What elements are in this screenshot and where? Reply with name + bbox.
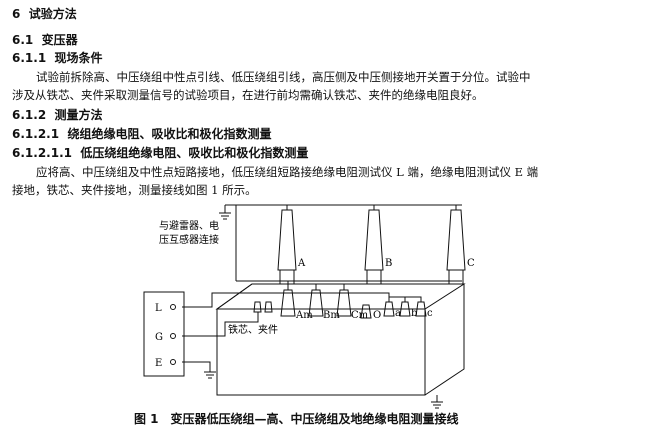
label-o: O xyxy=(373,310,381,321)
section-title: 变压器 xyxy=(41,33,78,47)
paragraph-1-line-1: 试验前拆除高、中压绕组中性点引线、低压绕组引线，高压侧及中压侧接地开关置于分位。… xyxy=(36,70,531,84)
label-la: a xyxy=(395,308,401,319)
lv-bushing-a xyxy=(383,301,395,317)
section-6-1-2-1-heading: 6.1.2.1 绕组绝缘电阻、吸收比和极化指数测量 xyxy=(12,126,271,142)
section-number: 6.1.2 xyxy=(12,108,47,122)
section-6-1-1-heading: 6.1.1 现场条件 xyxy=(12,50,103,66)
section-title: 低压绕组绝缘电阻、吸收比和极化指数测量 xyxy=(80,146,309,160)
mv-bushing-bm xyxy=(308,284,324,317)
section-title: 现场条件 xyxy=(54,51,103,65)
terminal-e-label: E xyxy=(155,358,162,369)
section-6-1-heading: 6.1 变压器 xyxy=(12,32,78,48)
section-title: 测量方法 xyxy=(54,108,103,122)
section-title: 试验方法 xyxy=(28,7,77,21)
insulation-tester-box xyxy=(143,291,185,377)
neutral-bushing-o xyxy=(360,304,372,319)
terminal-l-icon xyxy=(170,304,176,310)
hv-bushing-a xyxy=(277,205,297,285)
g-terminal-wire xyxy=(182,312,259,337)
section-6-heading: 6 试验方法 xyxy=(12,6,77,22)
arrester-note-line-1: 与避雷器、电 xyxy=(159,219,219,232)
l-terminal-wire xyxy=(182,292,390,308)
section-number: 6.1 xyxy=(12,33,34,47)
core-clamp-label: 铁芯、夹件 xyxy=(228,323,278,336)
terminal-l-label: L xyxy=(155,303,162,314)
paragraph-2-line-1: 应将高、中压绕组及中性点短路接地，低压绕组短路接绝缘电阻测试仪 L 端，绝缘电阻… xyxy=(36,165,539,179)
e-ground-symbol xyxy=(204,371,216,379)
top-ground-symbol xyxy=(219,205,231,220)
core-clamp-bushings xyxy=(253,301,273,313)
hv-bushing-c xyxy=(446,205,466,285)
arrester-note-line-2: 压互感器连接 xyxy=(159,233,219,246)
section-number: 6.1.2.1.1 xyxy=(12,146,72,160)
e-terminal-wire xyxy=(182,361,211,372)
section-number: 6.1.2.1 xyxy=(12,127,60,141)
paragraph-1-line-2: 涉及从铁芯、夹件采取测量信号的试验项目，在进行前均需确认铁芯、夹件的绝缘电阻良好… xyxy=(12,88,484,102)
hv-bushing-b xyxy=(364,205,384,285)
label-a: A xyxy=(297,258,306,269)
lv-bushing-c xyxy=(415,301,427,317)
label-c: C xyxy=(467,258,475,269)
section-6-1-2-heading: 6.1.2 测量方法 xyxy=(12,107,103,123)
label-b: B xyxy=(385,258,392,269)
section-number: 6.1.1 xyxy=(12,51,47,65)
label-bm: Bm xyxy=(323,310,340,321)
mv-bushing-am xyxy=(280,284,296,317)
paragraph-2-line-2: 接地，铁芯、夹件接地，测量接线如图 1 所示。 xyxy=(12,183,257,197)
section-title: 绕组绝缘电阻、吸收比和极化指数测量 xyxy=(67,127,272,141)
label-am: Am xyxy=(295,310,313,321)
label-cm: Cm xyxy=(351,310,369,321)
tank-ground-symbol xyxy=(431,395,443,409)
mv-bushing-cm xyxy=(336,284,352,317)
figure-caption: 图 1 变压器低压绕组—高、中压绕组及地绝缘电阻测量接线 xyxy=(134,412,459,426)
lv-bushing-b xyxy=(399,301,411,317)
section-number: 6 xyxy=(12,7,21,21)
terminal-e-icon xyxy=(170,359,176,365)
section-6-1-2-1-1-heading: 6.1.2.1.1 低压绕组绝缘电阻、吸收比和极化指数测量 xyxy=(12,145,308,161)
label-lb: b xyxy=(411,308,417,319)
label-lc: c xyxy=(427,308,433,319)
transformer-tank xyxy=(215,283,466,396)
terminal-g-label: G xyxy=(155,332,163,343)
terminal-g-icon xyxy=(170,333,176,339)
